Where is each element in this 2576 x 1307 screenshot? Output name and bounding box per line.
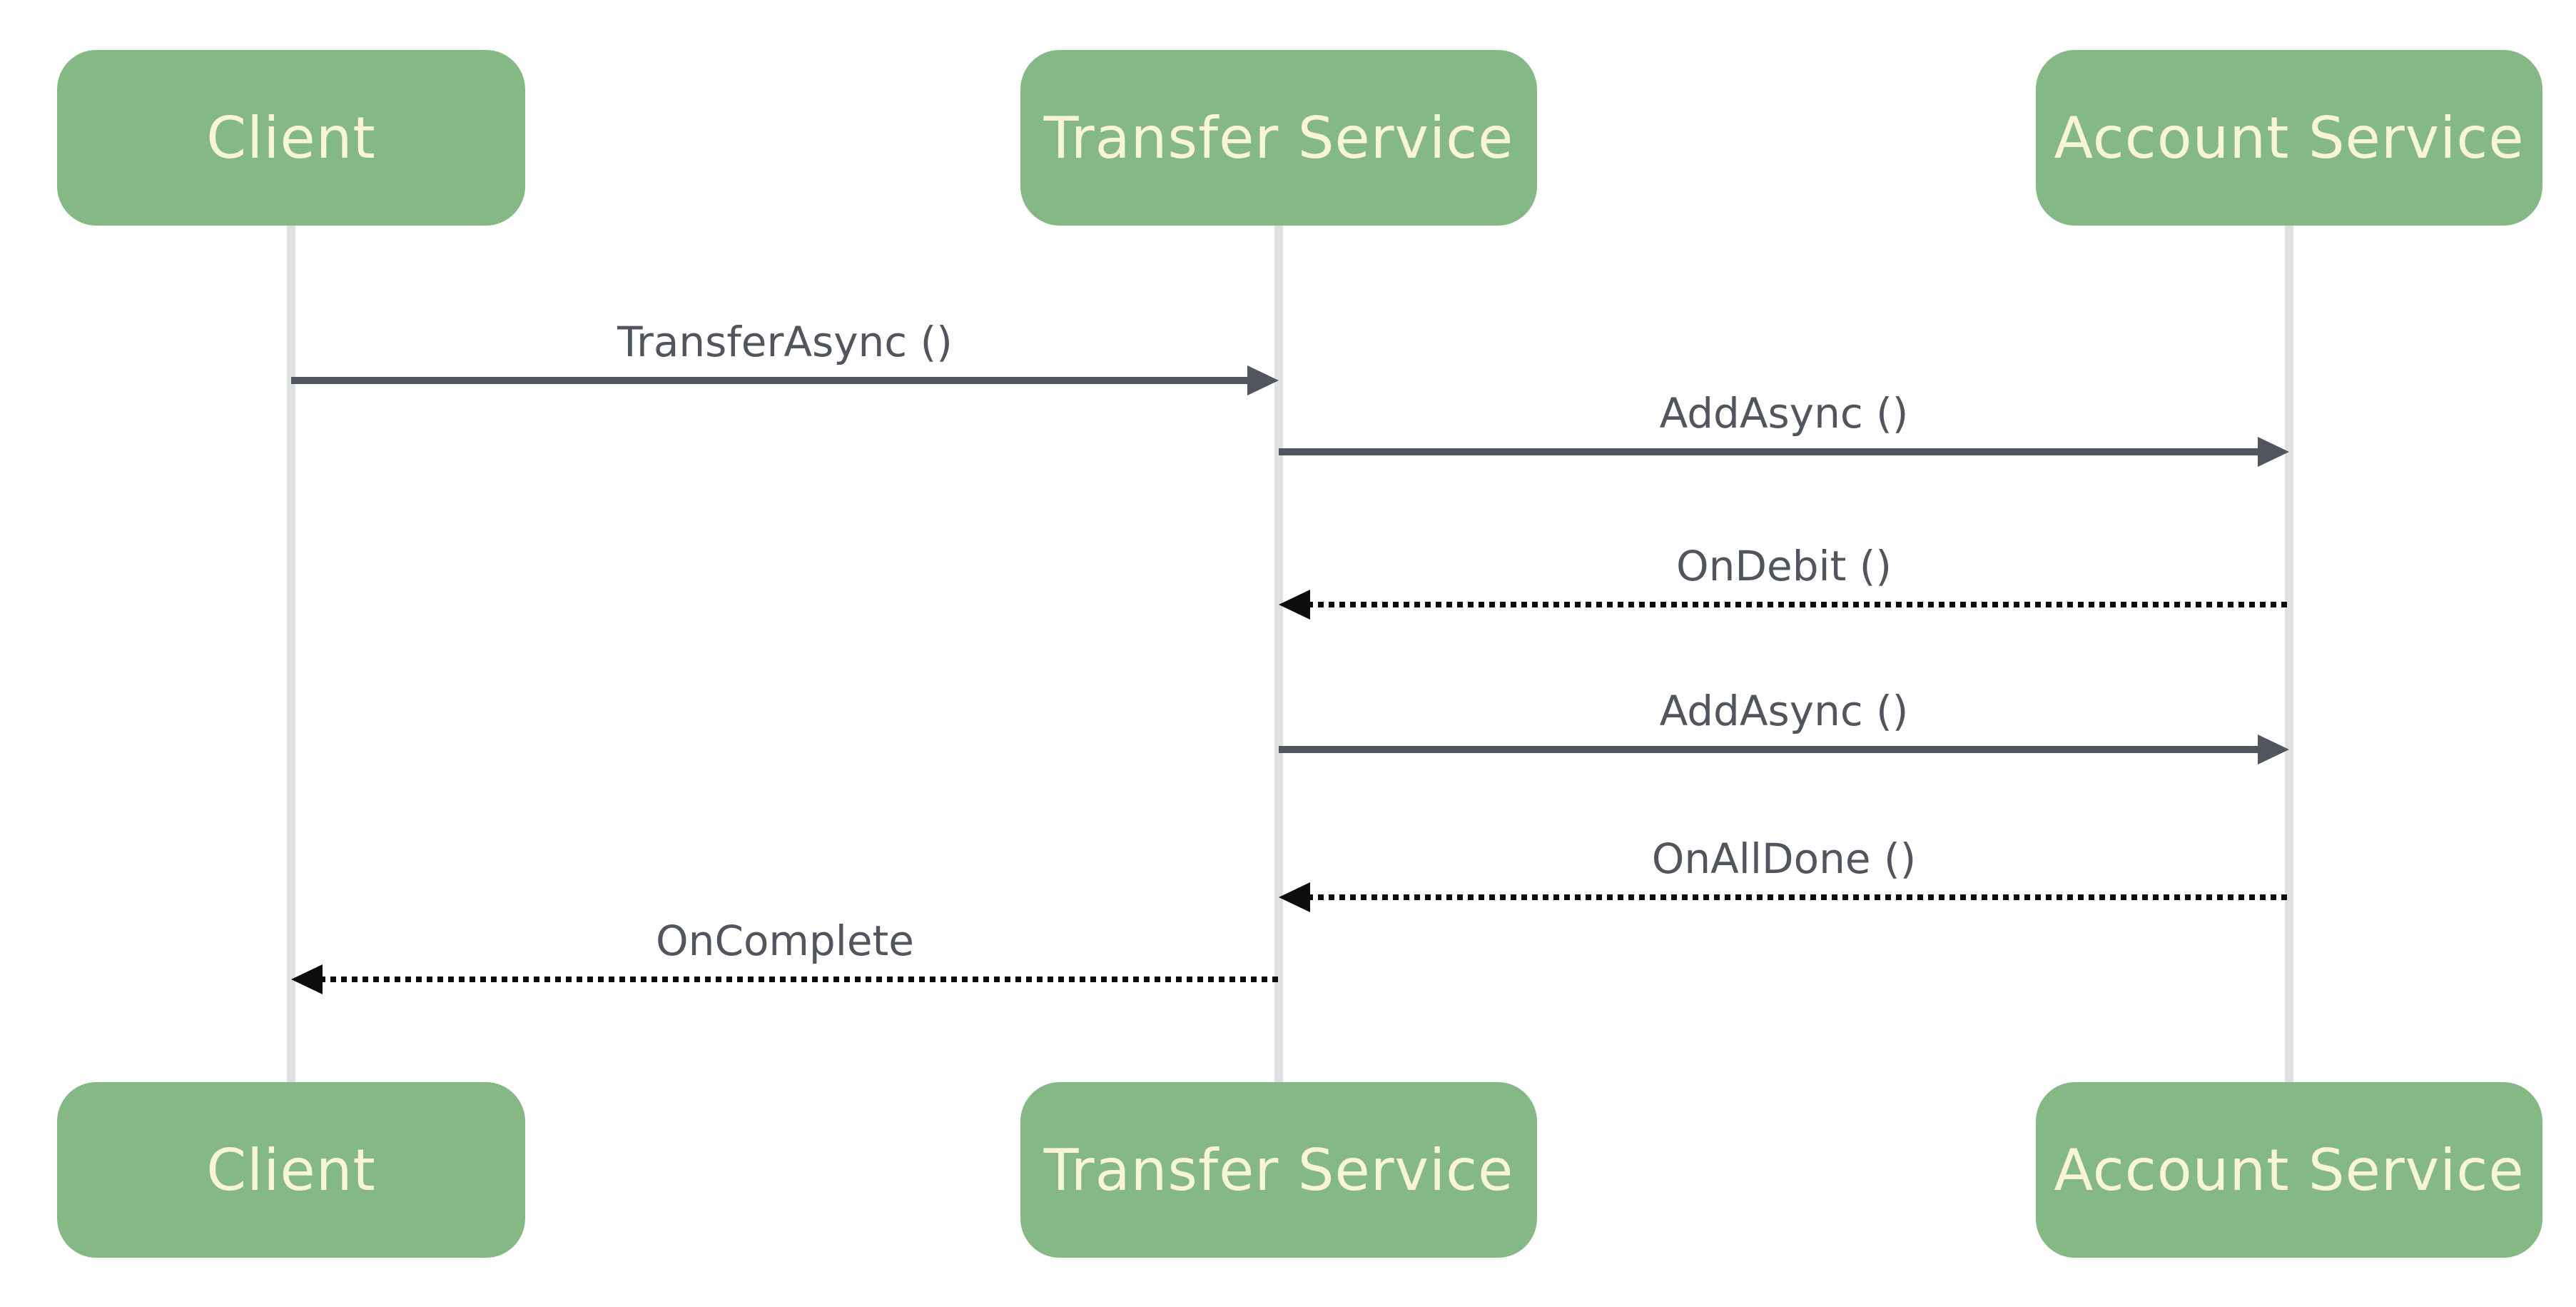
message-label: TransferAsync () bbox=[617, 318, 953, 366]
arrowhead-right-icon bbox=[2258, 735, 2289, 764]
lifeline-account-service bbox=[2285, 226, 2293, 1082]
message-line bbox=[1279, 746, 2261, 753]
arrowhead-right-icon bbox=[2258, 437, 2289, 467]
message-label: AddAsync () bbox=[1659, 389, 1909, 438]
message-label: OnAllDone () bbox=[1651, 834, 1917, 883]
message-line bbox=[320, 977, 1279, 982]
arrowhead-left-icon bbox=[1279, 590, 1310, 620]
actor-box-transfer-service-top: Transfer Service bbox=[1020, 50, 1537, 226]
actor-label-client: Client bbox=[206, 1136, 376, 1203]
message-label: AddAsync () bbox=[1659, 687, 1909, 735]
actor-label-account-service: Account Service bbox=[2054, 1136, 2525, 1203]
actor-label-transfer-service: Transfer Service bbox=[1043, 104, 1514, 171]
lifeline-transfer-service bbox=[1274, 226, 1283, 1082]
message-line bbox=[1279, 448, 2261, 455]
actor-label-transfer-service: Transfer Service bbox=[1043, 1136, 1514, 1203]
actor-label-account-service: Account Service bbox=[2054, 104, 2525, 171]
actor-box-client-bottom: Client bbox=[57, 1082, 525, 1258]
message-line bbox=[1307, 894, 2289, 900]
actor-box-client-top: Client bbox=[57, 50, 525, 226]
actor-box-account-service-top: Account Service bbox=[2036, 50, 2542, 226]
message-label: OnDebit () bbox=[1675, 542, 1892, 590]
arrowhead-left-icon bbox=[291, 964, 323, 994]
actor-box-transfer-service-bottom: Transfer Service bbox=[1020, 1082, 1537, 1258]
message-label: OnComplete bbox=[656, 917, 914, 965]
lifeline-client bbox=[287, 226, 295, 1082]
actor-label-client: Client bbox=[206, 104, 376, 171]
actor-box-account-service-bottom: Account Service bbox=[2036, 1082, 2542, 1258]
message-line bbox=[1307, 602, 2289, 607]
message-line bbox=[291, 377, 1250, 384]
arrowhead-right-icon bbox=[1247, 365, 1279, 395]
arrowhead-left-icon bbox=[1279, 882, 1310, 912]
